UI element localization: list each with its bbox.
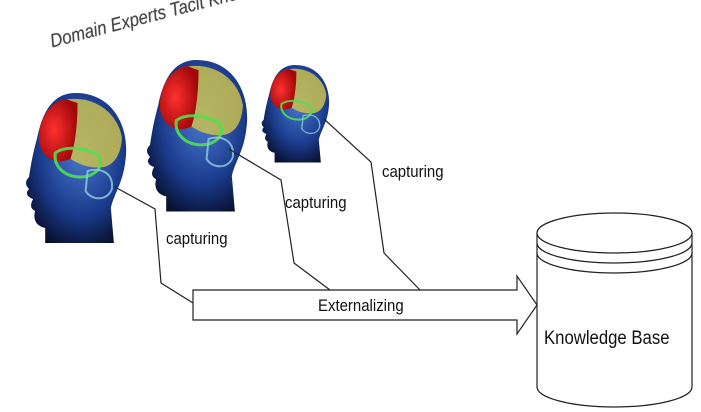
expert-head-2 [145,58,249,214]
capture-line-2 [228,148,331,291]
expert-head-1 [24,91,128,245]
expert-head-3 [260,63,331,164]
capturing-label-1: capturing [166,229,228,248]
externalizing-label: Externalizing [318,296,404,315]
capturing-label-2: capturing [285,193,347,212]
knowledge-base-cylinder [536,212,693,408]
externalizing-arrow [192,274,538,336]
capture-line-1 [114,186,194,304]
capture-line-3 [323,118,421,291]
knowledge-base-label: Knowledge Base [544,328,670,349]
capturing-label-3: capturing [382,162,444,181]
